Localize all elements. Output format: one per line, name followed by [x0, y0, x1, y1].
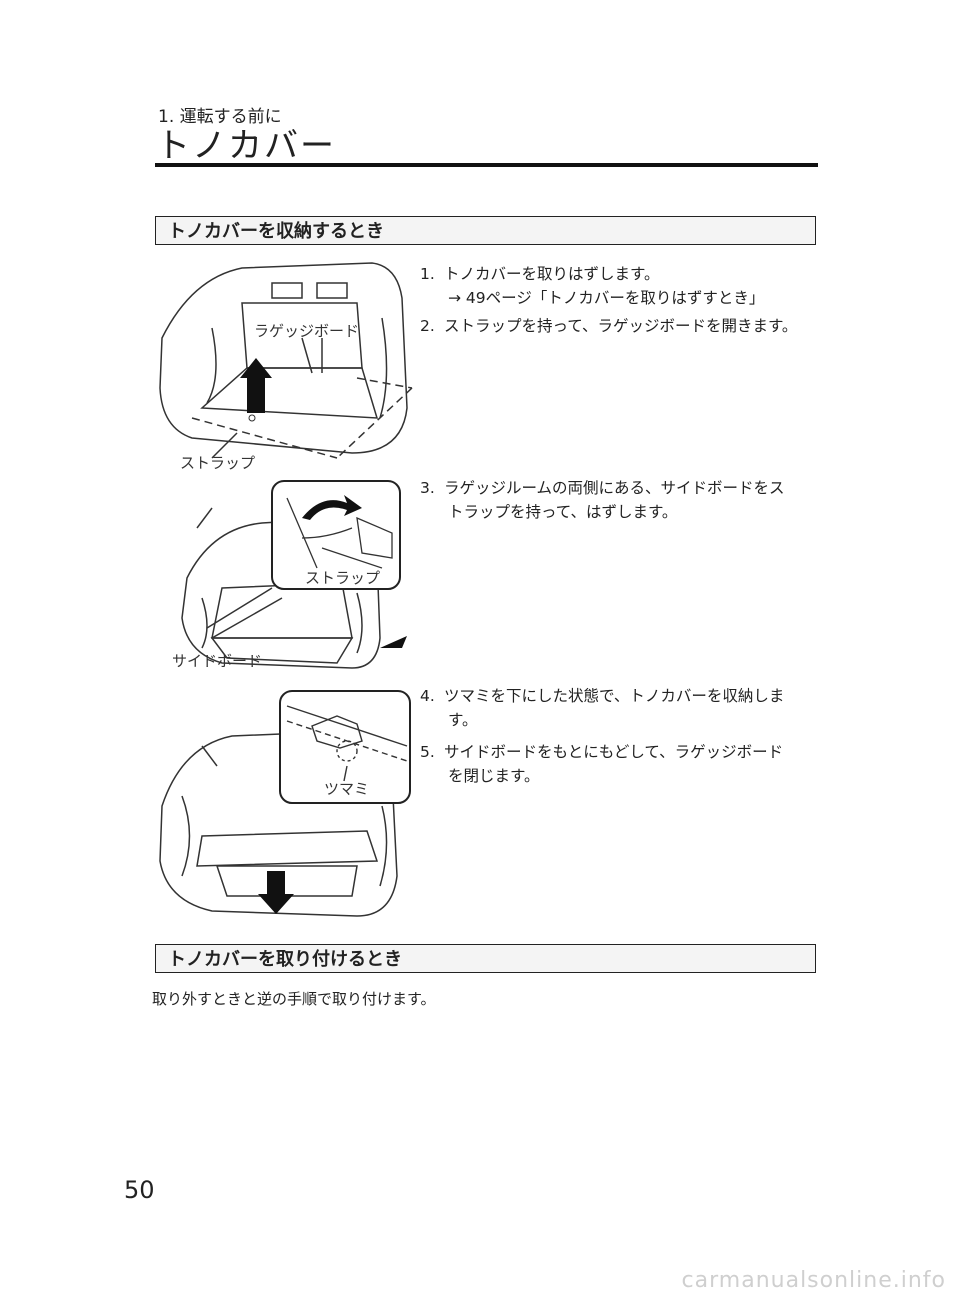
page-number: 50	[124, 1176, 155, 1204]
steps-group-2: 3.ラゲッジルームの両側にある、サイドボードをス トラップを持って、はずします。	[420, 476, 820, 524]
title-rule	[155, 163, 818, 167]
step-1-ref[interactable]: → 49ページ「トノカバーを取りはずすとき」	[448, 289, 765, 307]
step-5-cont: を閉じます。	[448, 767, 540, 785]
step-1: 1.トノカバーを取りはずします。	[420, 265, 660, 283]
step-5: 5.サイドボードをもとにもどして、ラゲッジボード	[420, 743, 784, 761]
step-4: 4.ツマミを下にした状態で、トノカバーを収納しま	[420, 687, 785, 705]
step-2: 2.ストラップを持って、ラゲッジボードを開きます。	[420, 317, 798, 335]
page-title: トノカバー	[156, 126, 336, 166]
step-3: 3.ラゲッジルームの両側にある、サイドボードをス	[420, 479, 785, 497]
chapter-label: 1. 運転する前に	[158, 107, 282, 127]
label-knob: ツマミ	[324, 780, 369, 798]
footer-watermark[interactable]: carmanualsonline.info	[681, 1268, 946, 1293]
steps-group-1: 1.トノカバーを取りはずします。 → 49ページ「トノカバーを取りはずすとき」 …	[420, 262, 820, 338]
figure-knob: ツマミ	[152, 686, 417, 926]
step-4-cont: す。	[448, 711, 478, 729]
install-text: 取り外すときと逆の手順で取り付けます。	[152, 990, 436, 1008]
label-sideboard: サイドボード	[172, 652, 262, 670]
figure-sideboard: ストラップ サイドボード	[152, 478, 417, 683]
label-strap-2: ストラップ	[305, 569, 380, 587]
section-heading-install: トノカバーを取り付けるとき	[155, 944, 816, 973]
label-luggage-board: ラゲッジボード	[254, 322, 359, 340]
figure-luggage-board: ラゲッジボード ストラップ	[152, 258, 417, 473]
step-3-cont: トラップを持って、はずします。	[448, 503, 678, 521]
label-strap-1: ストラップ	[180, 454, 255, 472]
steps-group-3: 4.ツマミを下にした状態で、トノカバーを収納しま す。 5.サイドボードをもとに…	[420, 684, 820, 788]
section-heading-store: トノカバーを収納するとき	[155, 216, 816, 245]
